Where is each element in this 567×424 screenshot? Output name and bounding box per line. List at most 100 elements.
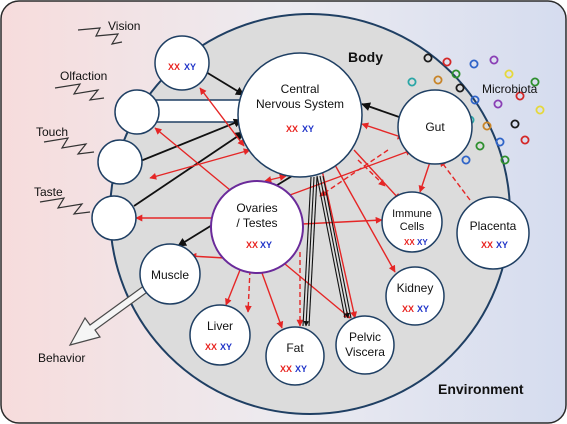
liver-circle: [189, 304, 251, 366]
kidney-label: Kidney: [397, 281, 434, 295]
gut-label: Gut: [425, 120, 445, 134]
gonads-to-fat-arrow: [261, 272, 284, 329]
placenta-chromosomes: XX XY: [481, 240, 508, 250]
microbe-dot: [423, 53, 433, 63]
gut-to-cns-arrow: [361, 102, 403, 119]
vision-label: Vision: [108, 19, 140, 33]
immune-label-line2: Cells: [400, 221, 425, 233]
touch-cns-red-arrow: [149, 148, 251, 180]
microbe-dot: [535, 105, 545, 115]
cns-circle: [237, 52, 363, 178]
muscle-label: Muscle: [151, 268, 189, 282]
fat-circle: [265, 326, 325, 386]
liver-label: Liver: [207, 319, 233, 333]
svg-text:XY: XY: [260, 240, 272, 250]
gonads-liver-dashed-arrow: [244, 269, 252, 313]
olfaction-circle: [114, 89, 160, 135]
microbe-dot: [407, 77, 417, 87]
gonads-label-line2: / Testes: [236, 216, 277, 230]
microbe-dot: [495, 137, 505, 147]
placenta-gut-dashed-arrow: [439, 159, 471, 201]
cns-fat-triple-line: [302, 176, 312, 327]
svg-text:XX: XX: [280, 364, 292, 374]
cns-gut-red-arrow: [361, 122, 405, 140]
microbe-dot: [520, 135, 530, 145]
behavior-label: Behavior: [38, 351, 85, 365]
gonads-to-olfaction-arrow: [154, 127, 231, 191]
taste-circle: [91, 195, 137, 241]
svg-text:XX: XX: [205, 342, 217, 352]
microbe-dot: [469, 59, 479, 69]
environment-label: Environment: [438, 381, 524, 397]
cns-immune-dashed-arrow: [357, 159, 386, 187]
svg-text:XX: XX: [246, 240, 258, 250]
microbe-dot: [510, 119, 520, 129]
gut-gonads-dashed-arrow: [319, 149, 389, 197]
svg-text:XY: XY: [417, 238, 428, 247]
gut-to-immune-arrow: [418, 161, 431, 193]
svg-text:XY: XY: [184, 62, 196, 72]
cns-label-line1: Central: [281, 82, 320, 96]
microbe-dot: [482, 121, 492, 131]
microbe-dot: [461, 155, 471, 165]
microbe-dot: [451, 69, 461, 79]
taste-label: Taste: [34, 185, 63, 199]
microbe-dot: [442, 57, 452, 67]
cns-label-line2: Nervous System: [256, 97, 344, 111]
svg-text:XX: XX: [402, 304, 414, 314]
svg-text:XX: XX: [286, 124, 298, 134]
microbe-dot: [475, 141, 485, 151]
gonads-label-line1: Ovaries: [236, 201, 277, 215]
vision-bolt-icon: [77, 27, 123, 45]
kidney-chromosomes: XX XY: [402, 304, 429, 314]
muscle-circle: [139, 243, 201, 305]
gonads-to-immune-arrow: [301, 216, 383, 225]
cns-fat-triple-line: [303, 176, 315, 327]
microbe-dot: [489, 55, 499, 65]
cns-pelvic-triple-line: [322, 175, 352, 319]
liver-chromosomes: XX XY: [205, 342, 232, 352]
touch-label: Touch: [36, 125, 68, 139]
microbe-dot: [455, 83, 465, 93]
microbiota-label: Microbiota: [482, 82, 538, 96]
pelvic-label-line1: Pelvic: [349, 330, 381, 344]
touch-circle: [97, 139, 143, 185]
taste-bolt-icon: [39, 197, 91, 215]
immune-circle: [381, 191, 443, 253]
placenta-circle: [456, 196, 530, 270]
pelvic-label-line2: Viscera: [345, 345, 385, 359]
cns-to-kidney-arrow: [334, 164, 396, 273]
svg-text:XX: XX: [168, 62, 180, 72]
gonads-to-liver-arrow: [225, 269, 241, 306]
connections: [133, 71, 471, 329]
cns-to-pelvic-arrow: [321, 169, 358, 319]
fat-label: Fat: [286, 341, 304, 355]
body-label: Body: [348, 49, 383, 65]
microbe-dot: [504, 69, 514, 79]
svg-text:XX: XX: [404, 238, 415, 247]
kidney-circle: [385, 266, 445, 326]
vision-chromosomes: XX XY: [168, 62, 196, 72]
microbe-dot: [493, 99, 503, 109]
fat-chromosomes: XX XY: [280, 364, 307, 374]
microbe-dot: [470, 95, 480, 105]
gut-circle: [397, 89, 473, 165]
olfaction-label: Olfaction: [60, 69, 107, 83]
cns-chromosomes: XX XY: [286, 124, 314, 134]
vision-cns-red-arrow: [199, 87, 245, 147]
touch-bolt-icon: [43, 137, 95, 155]
immune-label-line1: Immune: [392, 208, 432, 220]
immune-chromosomes: XX XY: [404, 238, 428, 247]
pelvic-circle: [335, 315, 395, 375]
gonads-to-muscle-arrow: [189, 252, 226, 260]
gonads-cns-arrow: [264, 174, 287, 183]
svg-text:XY: XY: [417, 304, 429, 314]
gonads-chromosomes: XX XY: [246, 240, 272, 250]
svg-text:XX: XX: [481, 240, 493, 250]
microbe-dot: [515, 91, 525, 101]
svg-text:XY: XY: [295, 364, 307, 374]
cns-pelvic-triple-line: [319, 175, 350, 319]
cns-fat-triple-line: [308, 176, 318, 327]
